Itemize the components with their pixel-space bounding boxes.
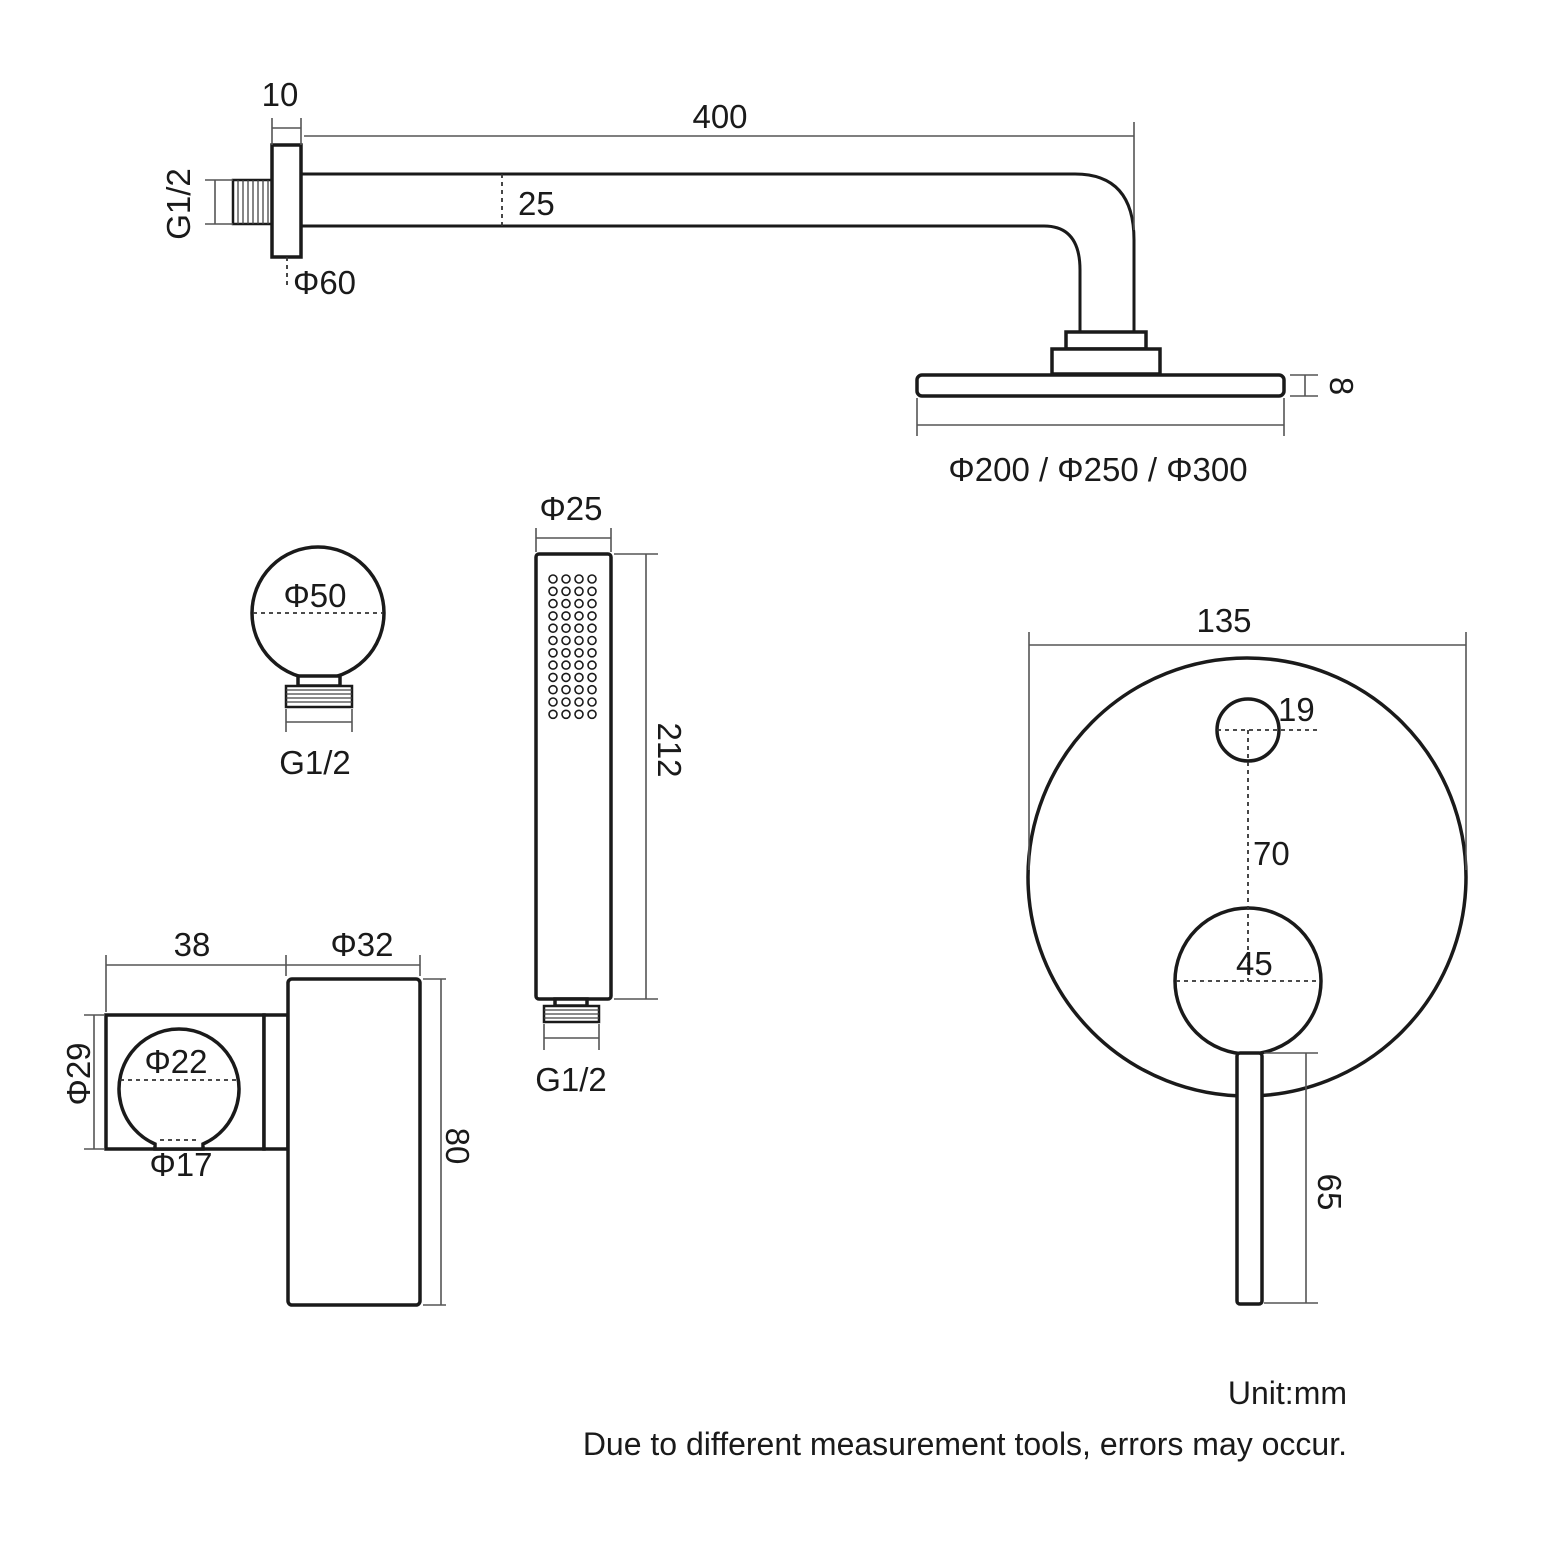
nozzle-dot (574, 635, 584, 646)
wall-elbow-thread-label: G1/2 (279, 744, 351, 781)
hand-shower-body (534, 552, 613, 1001)
nozzle-dot (561, 647, 571, 658)
wall-elbow-thread (284, 674, 354, 709)
shower-arm-assembly: 10 400 25 G1/2 Φ60 8 Φ200 / Φ250 / Φ300 (160, 76, 1360, 488)
nozzle-dot (574, 611, 584, 621)
nozzle-dot (587, 660, 597, 670)
nozzle-dot (587, 672, 597, 683)
head-connector-upper (1064, 330, 1148, 351)
holder-depth-label: 38 (174, 926, 211, 963)
nozzle-dot (587, 611, 597, 621)
nozzle-dot (587, 598, 597, 609)
nozzle-dot (548, 574, 558, 584)
nozzle-dot (574, 623, 584, 634)
arm-wall-flange (270, 143, 303, 259)
head-connector-lower (1050, 347, 1162, 376)
nozzle-dot (587, 623, 597, 634)
hand-shower-diameter-label: Φ25 (539, 490, 602, 527)
nozzle-dot (561, 635, 571, 646)
mixer-handle-diameter-label: 45 (1236, 945, 1273, 982)
holder-neck (262, 1013, 290, 1151)
nozzle-dot (574, 697, 584, 707)
nozzle-dot (561, 684, 571, 695)
arm-inlet-thread (231, 178, 275, 226)
nozzle-dot (561, 672, 571, 683)
unit-note: Unit:mm (1228, 1375, 1347, 1411)
nozzle-dot (548, 647, 558, 658)
mixer-center-distance-label: 70 (1253, 835, 1290, 872)
nozzle-dot (587, 635, 597, 646)
disclaimer-note: Due to different measurement tools, erro… (583, 1426, 1347, 1462)
nozzle-dot (548, 598, 558, 609)
nozzle-dot (574, 598, 584, 609)
nozzle-dot (548, 672, 558, 683)
nozzle-dot (574, 586, 584, 597)
nozzle-dot (561, 660, 571, 670)
hand-shower-assembly: Φ25 212 G1/2 (534, 490, 688, 1098)
holder-base-diameter-label: Φ32 (330, 926, 393, 963)
mixer-lever (1235, 1051, 1264, 1306)
holder-ring (117, 1027, 241, 1151)
nozzle-dot (548, 684, 558, 695)
holder-wall-base (286, 977, 422, 1307)
nozzle-dot (574, 574, 584, 584)
holder-ring-diameter-label: Φ22 (144, 1043, 207, 1080)
rain-head-plate (915, 373, 1286, 398)
nozzle-dot (574, 660, 584, 670)
flange-thickness-label: 10 (262, 76, 299, 113)
hand-shower-thread (542, 997, 601, 1024)
nozzle-dot (574, 647, 584, 658)
arm-diameter-label: 25 (518, 185, 555, 222)
nozzle-dot (561, 623, 571, 634)
holder-outer-diameter-label: Φ29 (60, 1042, 97, 1105)
mixer-diverter-diameter-label: 19 (1278, 691, 1315, 728)
nozzle-dot (548, 623, 558, 634)
flange-diameter-label: Φ60 (293, 264, 356, 301)
nozzle-dot (587, 647, 597, 658)
nozzle-dot (548, 635, 558, 646)
nozzle-dot (548, 697, 558, 707)
nozzle-dot (587, 709, 597, 720)
nozzle-dot (587, 697, 597, 707)
head-diameters-label: Φ200 / Φ250 / Φ300 (948, 451, 1247, 488)
nozzle-dot (587, 684, 597, 695)
nozzle-dot (561, 574, 571, 584)
nozzle-dot (561, 611, 571, 621)
nozzle-dot (587, 574, 597, 584)
arm-inlet-thread-label: G1/2 (160, 168, 197, 240)
nozzle-dot (561, 709, 571, 720)
nozzle-dot (548, 709, 558, 720)
holder-assembly: 38 Φ32 Φ29 Φ22 Φ17 80 (60, 926, 476, 1307)
mixer-width-label: 135 (1196, 602, 1251, 639)
nozzle-dot (574, 684, 584, 695)
head-thickness-label: 8 (1323, 377, 1360, 395)
holder-slot-width-label: Φ17 (149, 1146, 212, 1183)
hand-shower-length-label: 212 (651, 722, 688, 777)
wall-elbow-diameter-label: Φ50 (283, 577, 346, 614)
hand-shower-thread-label: G1/2 (535, 1061, 607, 1098)
hand-shower-nozzles (548, 574, 597, 720)
nozzle-dot (561, 598, 571, 609)
nozzle-dot (574, 672, 584, 683)
mixer-assembly: 135 19 70 45 65 (1026, 602, 1468, 1306)
wall-elbow-assembly: Φ50 G1/2 (250, 545, 386, 781)
nozzle-dot (548, 586, 558, 597)
nozzle-dot (548, 611, 558, 621)
nozzle-dot (574, 709, 584, 720)
nozzle-dot (587, 586, 597, 597)
nozzle-dot (561, 586, 571, 597)
nozzle-dot (561, 697, 571, 707)
mixer-lever-length-label: 65 (1311, 1174, 1348, 1211)
holder-height-label: 80 (439, 1128, 476, 1165)
arm-tube (301, 172, 1136, 332)
nozzle-dot (548, 660, 558, 670)
arm-length-label: 400 (692, 98, 747, 135)
